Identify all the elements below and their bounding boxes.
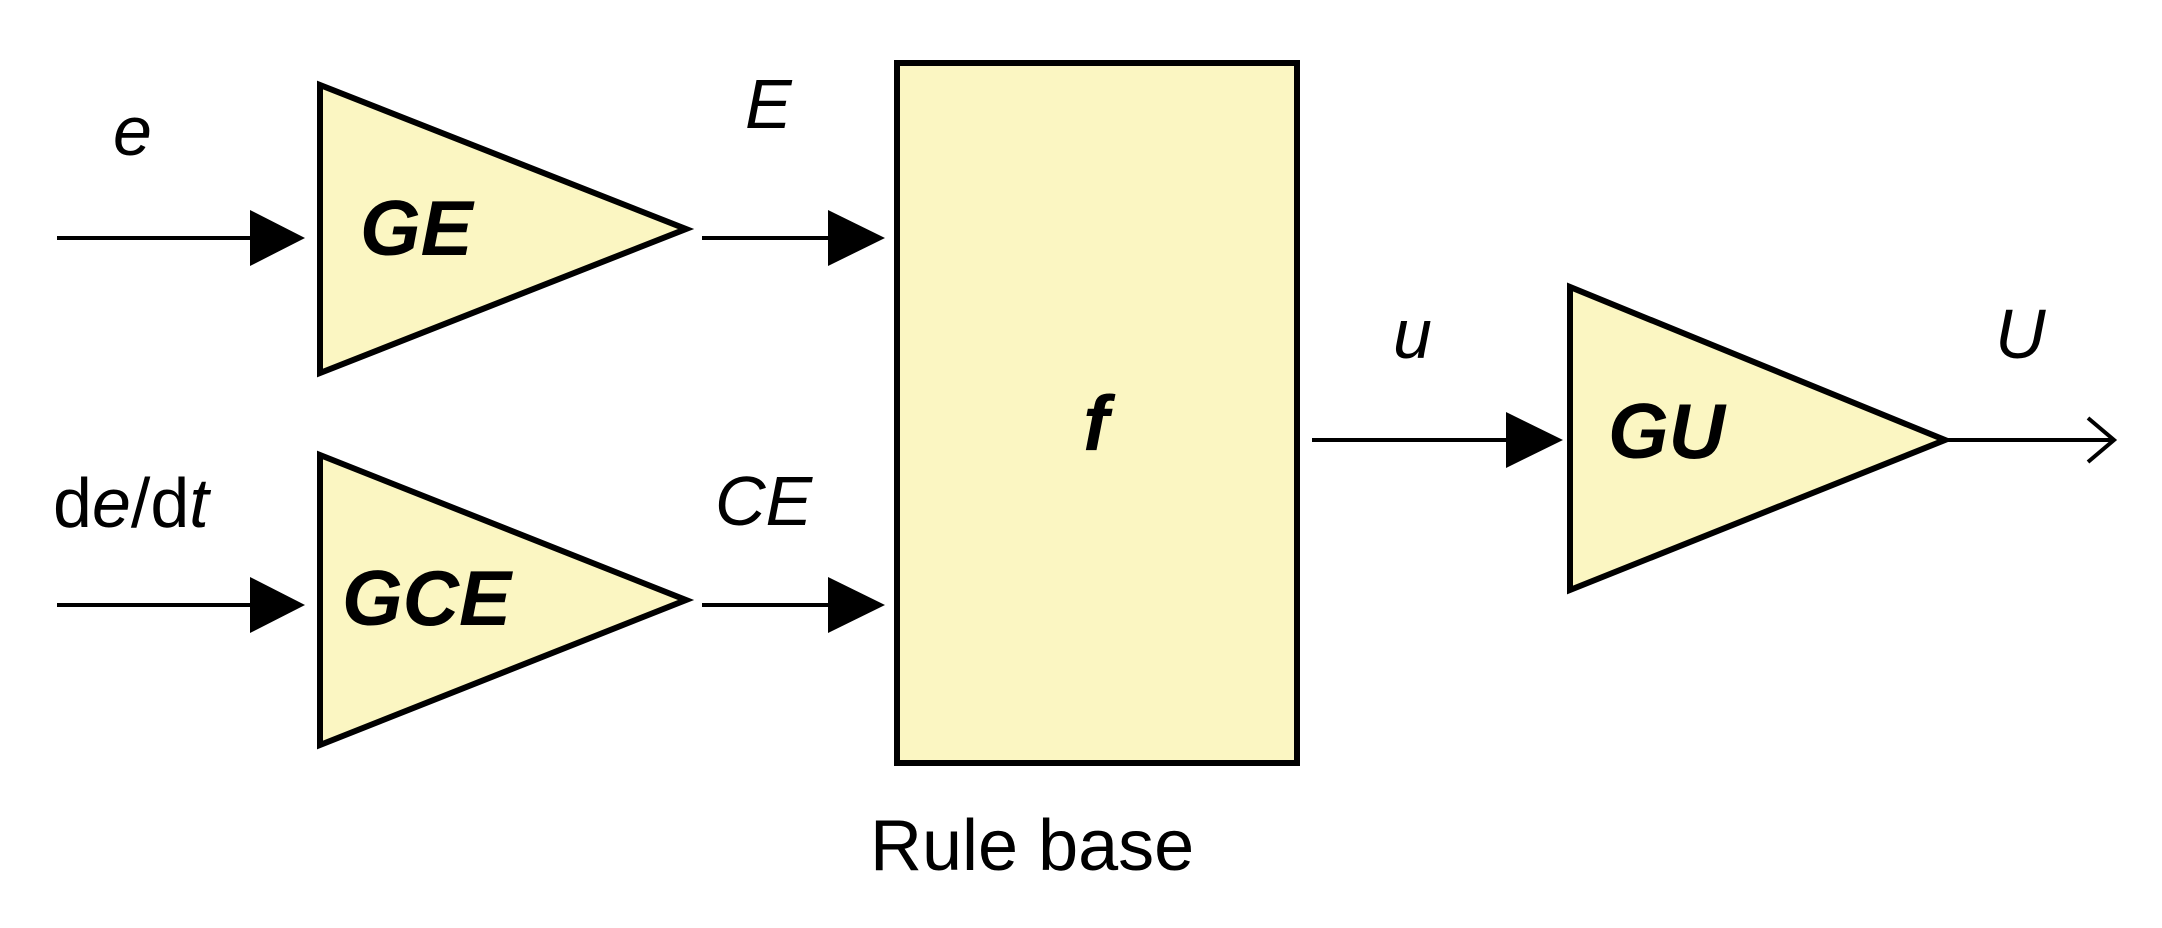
open-arrowhead-output [2086, 416, 2118, 464]
signal-dedt-slash-d: /d [131, 464, 189, 542]
signal-e-label: e [113, 92, 152, 170]
ge-label: GE [360, 184, 475, 272]
gu-gain-block [1567, 282, 1954, 595]
signal-dedt-e: e [92, 464, 131, 542]
signal-E-label: E [745, 65, 793, 143]
arrowhead-gce-to-rule-base [828, 577, 885, 633]
signal-u-label: u [1393, 295, 1432, 373]
arrowhead-ge-to-rule-base [828, 210, 885, 266]
rule-base-caption: Rule base [870, 806, 1194, 886]
signal-U-label: U [1995, 295, 2046, 373]
gce-gain-block [317, 450, 695, 750]
rule-base-block [894, 60, 1300, 766]
arrowhead-rule-base-to-gu [1506, 412, 1563, 468]
arrowhead-e-to-ge [250, 210, 305, 266]
arrowhead-dedt-to-gce [250, 577, 305, 633]
signal-CE-label: CE [715, 462, 814, 540]
gu-label: GU [1608, 387, 1727, 475]
gce-label: GCE [342, 554, 513, 642]
signal-dedt-d: d [53, 464, 92, 542]
ge-gain-block [317, 80, 695, 378]
signal-dedt-t: t [189, 464, 211, 542]
signal-dedt-label: de/dt [53, 464, 211, 542]
